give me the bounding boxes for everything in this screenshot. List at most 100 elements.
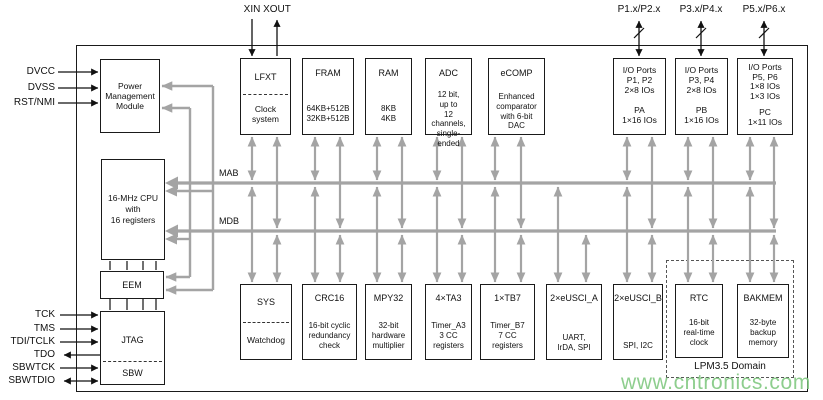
io-text: I/O Ports	[748, 62, 782, 72]
rtc-text: 16-bit	[688, 318, 709, 327]
crc-title: CRC16	[314, 293, 345, 303]
io-text: I/O Ports	[622, 65, 657, 75]
pin-tdi-tclk: TDI/TCLK	[10, 336, 55, 347]
io-group: 1×16 IOs	[684, 115, 719, 126]
io-group: PC	[759, 107, 771, 117]
mpy-title: MPY32	[373, 293, 404, 303]
ram-size: 4KB	[380, 113, 397, 123]
eusci-a-text: UART,	[562, 333, 586, 342]
tb7-title: 1×TB7	[494, 293, 521, 303]
pmm-text: Power	[117, 81, 143, 91]
block-eusci-b: 2×eUSCI_B SPI, I2C	[613, 284, 663, 360]
io-text: 2×8 IOs	[686, 85, 717, 96]
bus-width-slash	[633, 27, 645, 39]
bus-width-slash	[695, 27, 707, 39]
block-cpu: 16-MHz CPU with 16 registers	[101, 159, 165, 260]
fram-size: 32KB+512B	[306, 113, 350, 123]
ta3-text: registers	[433, 340, 464, 350]
mab-label: MAB	[219, 168, 239, 178]
rtc-title: RTC	[689, 293, 709, 303]
io-group: PB	[695, 105, 708, 115]
block-rtc: RTC 16-bit real-time clock	[675, 284, 723, 358]
pin-dvcc: DVCC	[26, 66, 55, 77]
ta3-text: Timer_A3	[431, 321, 466, 330]
watchdog-text: Watchdog	[247, 335, 285, 345]
io-text: 1×3 IOs	[749, 90, 780, 101]
tb7-text: Timer_B7	[490, 321, 525, 330]
adc-text: 12 bit,	[437, 90, 460, 99]
mdb-cpu-arrow2	[165, 233, 177, 245]
cpu-eem-links	[109, 261, 157, 270]
io-text: P5, P6	[752, 71, 778, 82]
jtag-title: JTAG	[121, 335, 144, 345]
eusci-a-text: IrDA, SPI	[557, 342, 591, 352]
io-text: 2×8 IOs	[624, 85, 655, 96]
block-adc: ADC 12 bit, up to 12 channels, single-en…	[425, 58, 472, 148]
lpm35-domain-box	[666, 260, 794, 378]
eusci-b-text: SPI, I2C	[623, 341, 653, 350]
chip-outline	[76, 45, 808, 392]
pin-port-p3p4: P3.x/P4.x	[679, 4, 723, 15]
block-bakmem: BAKMEM 32-byte backup memory	[737, 284, 789, 358]
eem-jtag-links	[109, 299, 157, 310]
tb7-text: 7 CC	[498, 330, 517, 340]
ecomp-text: with 6-bit	[500, 111, 533, 121]
ecomp-text: comparator	[496, 101, 537, 111]
pin-sbwtck: SBWTCK	[12, 362, 55, 373]
pin-xin: XIN	[243, 4, 261, 15]
rtc-text: real-time	[683, 327, 715, 337]
fram-title: FRAM	[315, 68, 341, 78]
block-eusci-a: 2×eUSCI_A UART, IrDA, SPI	[546, 284, 602, 360]
divider	[103, 361, 162, 362]
ecomp-text: DAC	[508, 121, 525, 131]
clock-text: system	[252, 114, 279, 125]
ta3-title: 4×TA3	[435, 293, 462, 303]
block-jtag-sbw: JTAG SBW	[100, 311, 165, 385]
clock-text: Clock	[254, 104, 277, 114]
block-mpy32: MPY32 32-bit hardware multiplier	[365, 284, 412, 360]
cpu-text: 16 registers	[110, 215, 156, 226]
pin-tck: TCK	[35, 309, 55, 320]
block-ram: RAM 8KB 4KB	[365, 58, 412, 135]
bus-width-slash	[758, 27, 770, 39]
divider	[243, 322, 289, 323]
block-pmm: Power Management Module	[100, 59, 160, 133]
pin-tdo: TDO	[33, 349, 55, 360]
io-group: 1×11 IOs	[747, 117, 783, 128]
pin-port-p5p6: P5.x/P6.x	[742, 4, 786, 15]
block-io-p5p6: I/O Ports P5, P6 1×8 IOs 1×3 IOs PC 1×11…	[737, 58, 793, 135]
ram-title: RAM	[378, 68, 399, 78]
watermark-text: www.cntronics.com	[621, 371, 811, 394]
block-tb7: 1×TB7 Timer_B7 7 CC registers	[480, 284, 535, 360]
block-io-p3p4: I/O Ports P3, P4 2×8 IOs PB 1×16 IOs	[675, 58, 728, 135]
divider	[243, 94, 288, 95]
bakmem-text: backup	[750, 327, 776, 337]
pmm-text: Management	[105, 91, 155, 102]
bakmem-title: BAKMEM	[743, 293, 783, 303]
io-text: 1×8 IOs	[749, 81, 780, 92]
block-sys: SYS Watchdog	[240, 284, 292, 360]
io-text: I/O Ports	[684, 65, 719, 75]
mpy-text: 32-bit	[378, 321, 399, 330]
pin-xout: XOUT	[263, 4, 291, 15]
ecomp-text: Enhanced	[498, 92, 535, 101]
sbw-title: SBW	[122, 368, 143, 378]
io-group: 1×16 IOs	[622, 115, 657, 126]
pmm-text: Module	[116, 101, 144, 112]
crc-text: check	[319, 340, 340, 350]
eusci-a-title: 2×eUSCI_A	[550, 293, 598, 303]
lfxt-title: LFXT	[254, 72, 277, 82]
fram-size: 64KB+512B	[306, 104, 350, 113]
crc-text: redundancy	[308, 330, 351, 340]
tb7-text: registers	[492, 340, 523, 350]
block-crc16: CRC16 16-bit cyclic redundancy check	[302, 284, 357, 360]
cpu-text: with	[125, 204, 141, 215]
pin-rst-nmi: RST/NMI	[13, 97, 55, 108]
pin-sbwtdio: SBWTDIO	[8, 375, 55, 386]
adc-text: single-ended	[436, 129, 461, 148]
rtc-text: clock	[689, 337, 709, 347]
eem-title: EEM	[122, 280, 142, 290]
bakmem-text: 32-byte	[749, 318, 777, 327]
